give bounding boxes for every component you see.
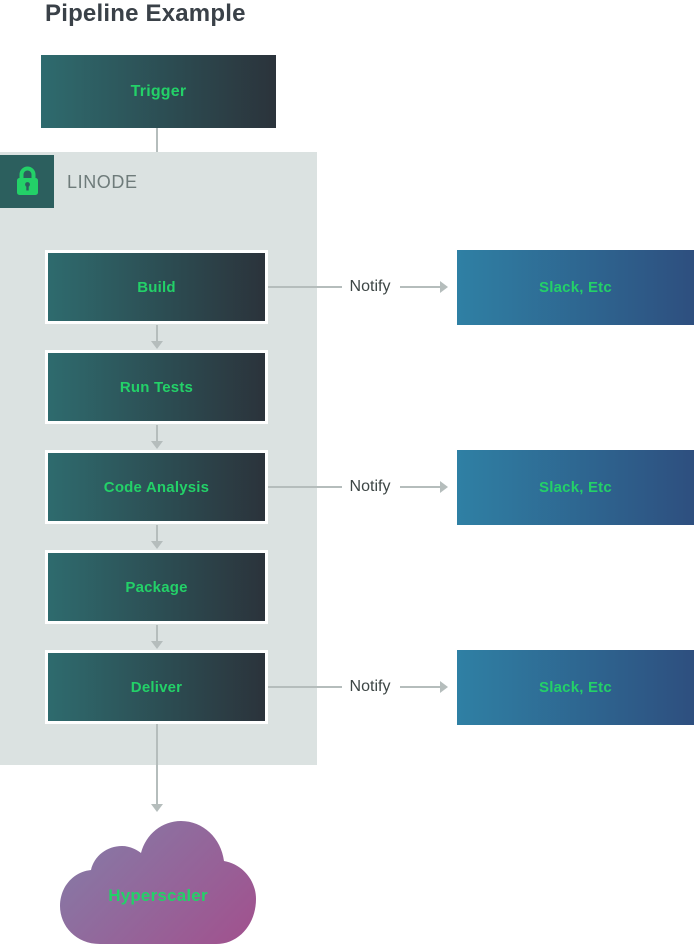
notify-target-label: Slack, Etc bbox=[539, 679, 612, 696]
lock-icon bbox=[16, 166, 38, 195]
arrow-run-tests-to-code-analysis bbox=[151, 425, 163, 449]
arrow-down-icon bbox=[151, 641, 163, 649]
page-title: Pipeline Example bbox=[45, 0, 246, 27]
arrow-right-icon bbox=[440, 481, 448, 493]
notify-target-label: Slack, Etc bbox=[539, 279, 612, 296]
step-label: Build bbox=[137, 278, 176, 296]
step-node-build: Build bbox=[45, 250, 268, 324]
step-label: Code Analysis bbox=[103, 478, 210, 496]
arrow-down-icon bbox=[151, 441, 163, 449]
notify-target-code-analysis: Slack, Etc bbox=[457, 450, 694, 525]
notify-label: Notify bbox=[349, 678, 391, 695]
notify-label: Notify bbox=[349, 478, 391, 495]
step-label: Package bbox=[125, 578, 188, 596]
notify-arrow bbox=[400, 681, 448, 693]
step-node-code-analysis: Code Analysis bbox=[45, 450, 268, 524]
hyperscaler-cloud bbox=[60, 818, 256, 944]
notify-target-label: Slack, Etc bbox=[539, 479, 612, 496]
notify-target-deliver: Slack, Etc bbox=[457, 650, 694, 725]
cloud-icon bbox=[60, 821, 256, 944]
notify-connector-line bbox=[268, 686, 342, 688]
arrow-deliver-to-hyperscaler bbox=[151, 724, 163, 812]
arrow-down-icon bbox=[151, 804, 163, 812]
trigger-node: Trigger bbox=[41, 55, 276, 128]
notify-connector-line bbox=[268, 486, 342, 488]
arrow-right-icon bbox=[440, 681, 448, 693]
arrow-right-icon bbox=[440, 281, 448, 293]
step-node-deliver: Deliver bbox=[45, 650, 268, 724]
destination-label: Hyperscaler bbox=[108, 886, 208, 905]
step-label: Deliver bbox=[130, 678, 183, 696]
step-node-package: Package bbox=[45, 550, 268, 624]
arrow-build-to-run-tests bbox=[151, 325, 163, 349]
step-label: Run Tests bbox=[119, 378, 194, 396]
lock-badge bbox=[0, 155, 54, 208]
arrow-down-icon bbox=[151, 541, 163, 549]
notify-connector-line bbox=[268, 286, 342, 288]
arrow-code-analysis-to-package bbox=[151, 525, 163, 549]
notify-label: Notify bbox=[349, 278, 391, 295]
notify-arrow bbox=[400, 281, 448, 293]
arrow-down-icon bbox=[151, 341, 163, 349]
trigger-label: Trigger bbox=[130, 82, 187, 100]
provider-label: LINODE bbox=[67, 172, 138, 192]
notify-target-build: Slack, Etc bbox=[457, 250, 694, 325]
notify-arrow bbox=[400, 481, 448, 493]
step-node-run-tests: Run Tests bbox=[45, 350, 268, 424]
arrow-package-to-deliver bbox=[151, 625, 163, 649]
